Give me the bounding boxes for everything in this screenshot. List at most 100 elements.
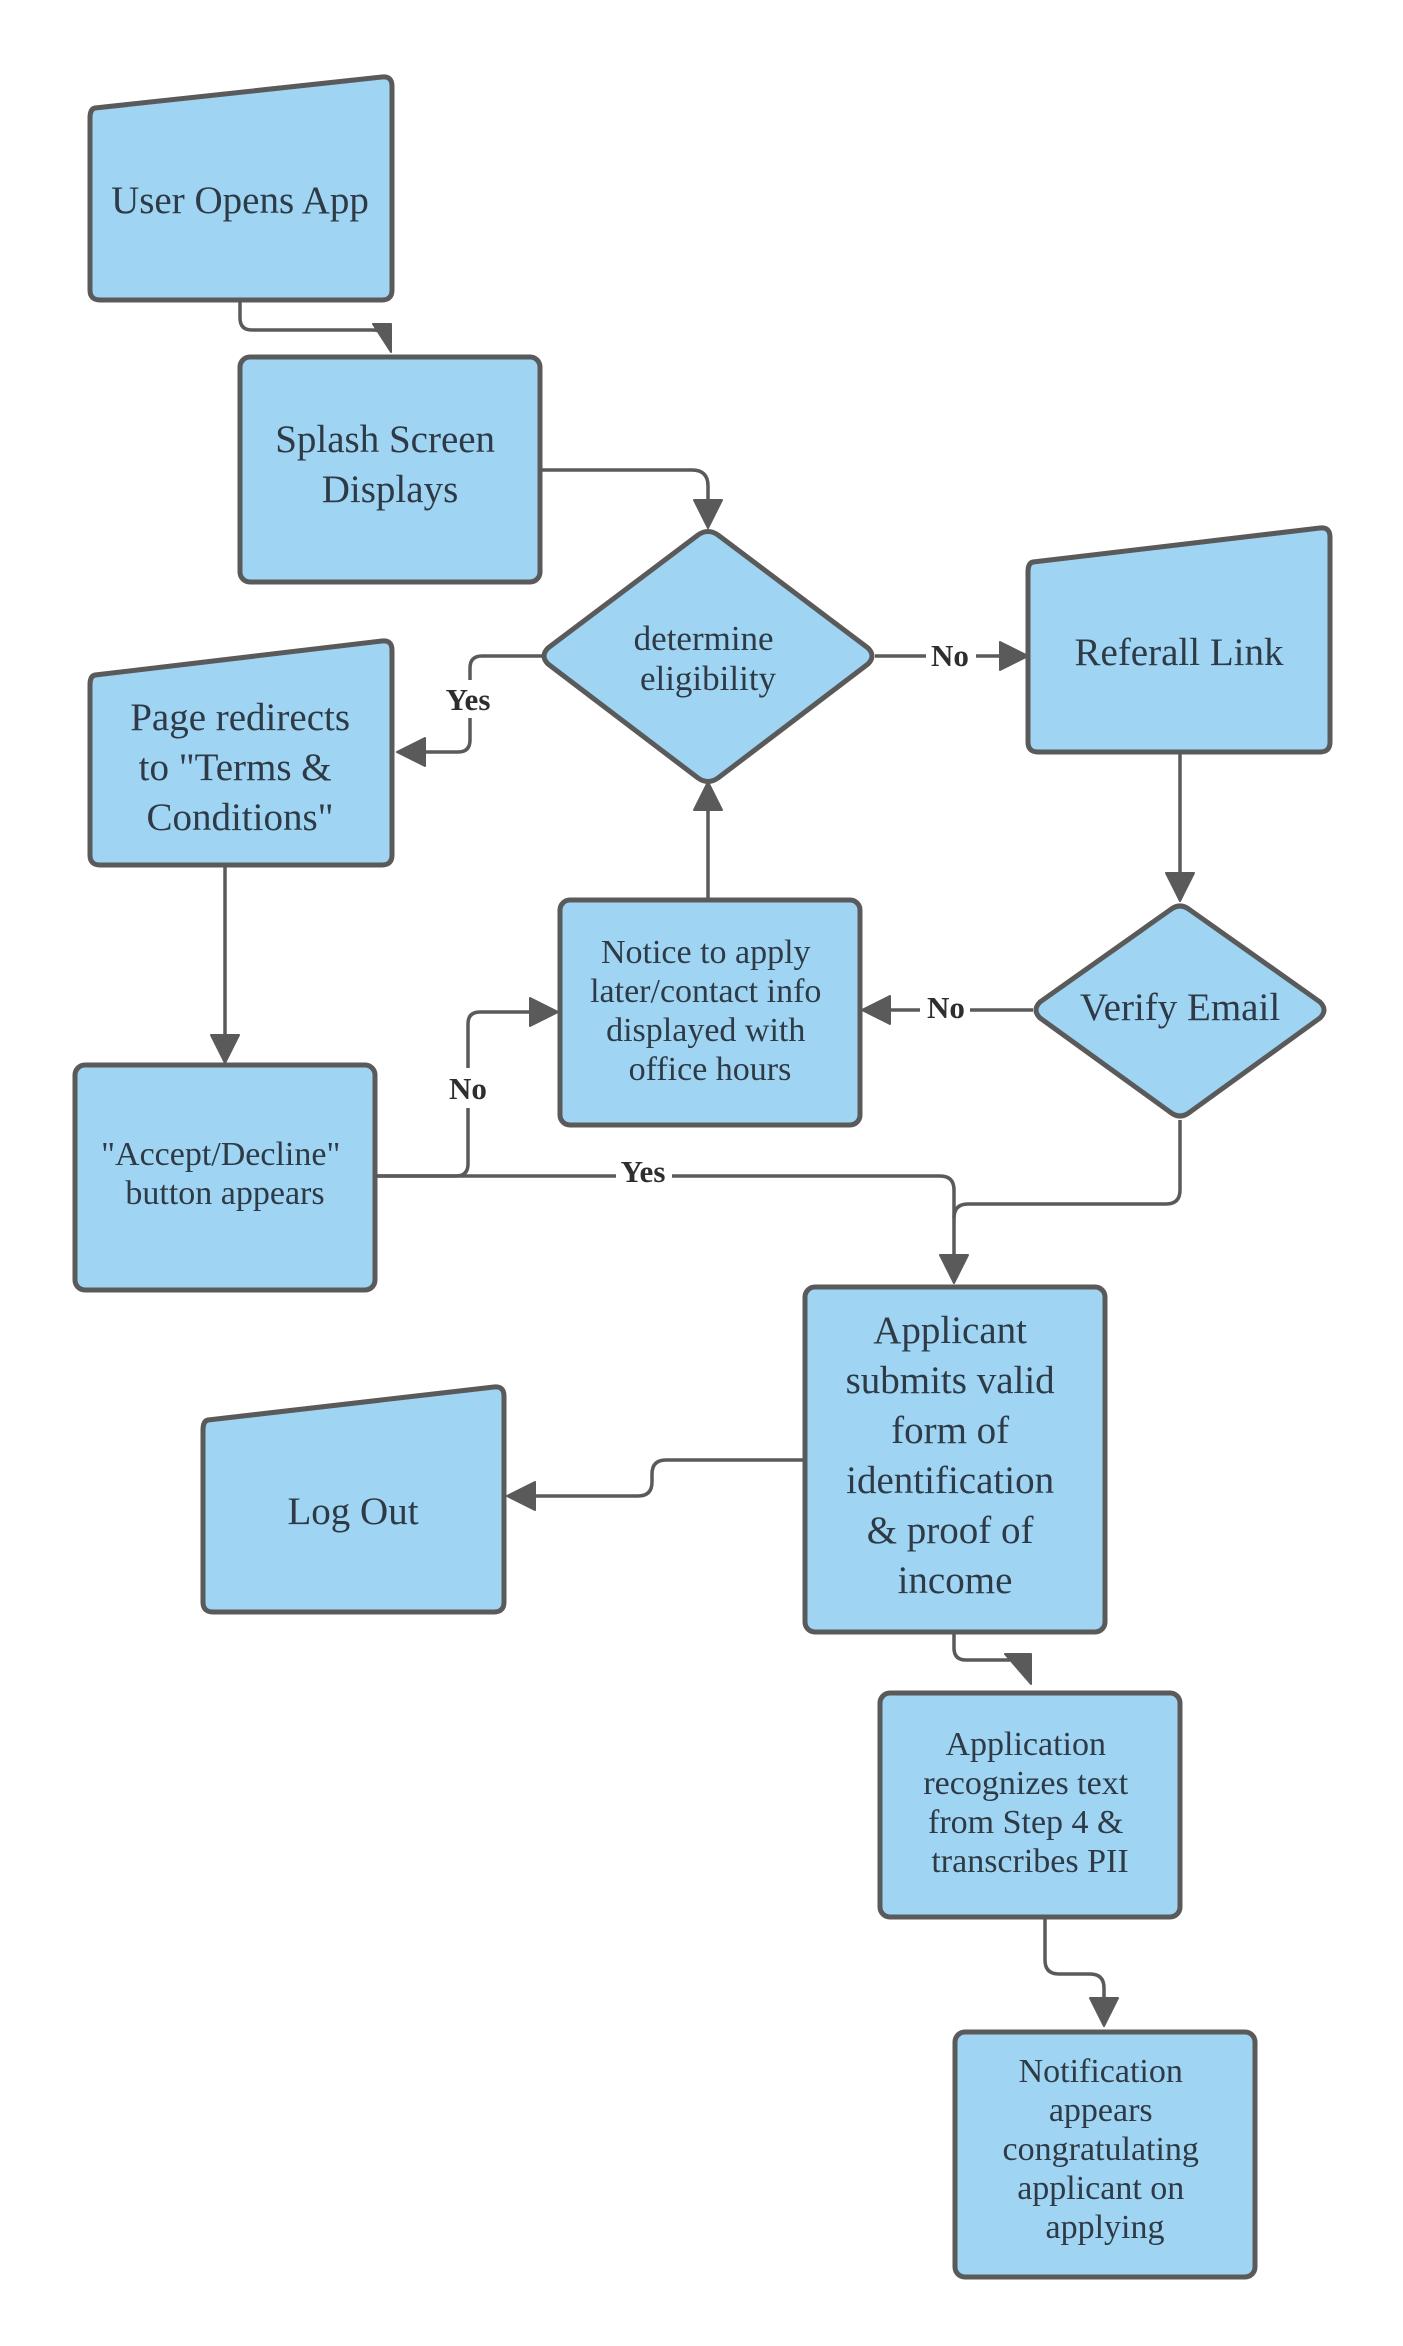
node-line: eligibility (640, 659, 777, 698)
edge-submit-to-recognize (952, 1632, 1010, 1662)
node-line: income (898, 1559, 1013, 1602)
node-line: User Opens App (111, 179, 369, 222)
edge-label-verify-no: No (927, 990, 965, 1025)
edge-terms-to-accept-arrowhead (210, 1034, 240, 1064)
node-line: to "Terms & (139, 746, 332, 789)
edge-label-bg (920, 990, 970, 1026)
edge-submit-to-logout (530, 1458, 803, 1498)
edge-labels: Yes No No No Yes (442, 638, 976, 1190)
edge-label-accept-yes: Yes (621, 1154, 666, 1189)
edge-open-to-splash (238, 302, 390, 346)
node-line: applying (1046, 2209, 1165, 2246)
edge-label-bg (442, 680, 498, 718)
edge-verify-to-submit (952, 1120, 1182, 1219)
node-line: Applicant (873, 1309, 1027, 1352)
node-line: Page redirects (130, 696, 350, 739)
edge-referral-to-verify-arrowhead (1165, 872, 1195, 902)
node-log-out-label: Log Out (287, 1490, 418, 1533)
node-line: later/contact info (590, 973, 821, 1010)
edge-label-bg (444, 1068, 494, 1108)
node-line: office hours (629, 1051, 792, 1088)
node-line: "Accept/Decline" (101, 1136, 340, 1173)
edge-notice-to-eligibility-arrowhead (693, 781, 723, 811)
process-shape (237, 354, 543, 585)
nodes: User Opens App Splash Screen Displays de… (72, 74, 1333, 2280)
node-user-opens-app[interactable]: User Opens App (87, 74, 395, 303)
node-line: applicant on (1017, 2170, 1184, 2207)
process-shape (877, 1690, 1183, 1920)
node-line: transcribes PII (931, 1843, 1128, 1880)
node-line: Notification (1019, 2053, 1183, 2090)
node-line: determine (634, 619, 774, 658)
node-notification[interactable]: Notification appears congratulating appl… (952, 2029, 1258, 2280)
node-line: Displays (322, 468, 459, 511)
edge-submit-to-logout-arrowhead (506, 1481, 536, 1511)
manual-input-shape (1025, 525, 1333, 755)
node-line: Application (945, 1726, 1106, 1763)
edge-label-eligibility-no: No (931, 638, 969, 673)
decision-shape (1033, 903, 1327, 1119)
node-line: submits valid (846, 1359, 1056, 1402)
edge-splash-to-eligibility (542, 468, 710, 505)
node-submit-identification[interactable]: Applicant submits valid form of identifi… (802, 1284, 1108, 1635)
node-line: congratulating (1003, 2131, 1199, 2168)
process-shape (72, 1062, 378, 1293)
edge-splash-to-eligibility-arrowhead (693, 499, 723, 529)
edge-verify-no-arrowhead (861, 995, 891, 1025)
node-determine-eligibility[interactable]: determine eligibility (541, 529, 875, 784)
node-accept-decline-label: "Accept/Decline" button appears (101, 1136, 349, 1212)
node-line: button appears (125, 1175, 324, 1212)
node-accept-decline[interactable]: "Accept/Decline" button appears (72, 1062, 378, 1293)
edge-label-accept-no: No (449, 1071, 487, 1106)
edge-recognize-to-notification (1043, 1917, 1106, 2003)
node-line: form of (891, 1409, 1009, 1452)
node-line: Verify Email (1080, 986, 1281, 1029)
process-shape (802, 1284, 1108, 1635)
edge-accept-yes-arrowhead (939, 1254, 969, 1284)
node-recognize-text[interactable]: Application recognizes text from Step 4 … (877, 1690, 1183, 1920)
manual-input-shape (87, 74, 395, 303)
node-verify-email[interactable]: Verify Email (1033, 903, 1327, 1119)
edge-eligibility-no-arrowhead (999, 641, 1029, 671)
edge-submit-to-recognize-arrowhead (1004, 1653, 1032, 1685)
process-shape (952, 2029, 1258, 2280)
node-referral-link[interactable]: Referall Link (1025, 525, 1333, 755)
node-line: & proof of (867, 1509, 1034, 1552)
node-line: displayed with (606, 1012, 805, 1049)
node-terms-redirect-label: Page redirects to "Terms & Conditions" (130, 696, 360, 839)
node-determine-eligibility-label: determine eligibility (634, 619, 783, 698)
node-line: appears (1049, 2092, 1153, 2129)
node-terms-redirect[interactable]: Page redirects to "Terms & Conditions" (87, 638, 395, 868)
node-splash-screen[interactable]: Splash Screen Displays (237, 354, 543, 585)
node-line: Notice to apply (601, 934, 811, 971)
edge-label-bg (926, 638, 976, 674)
node-user-opens-app-label: User Opens App (111, 179, 369, 222)
node-line: identification (846, 1459, 1054, 1502)
edges (210, 302, 1195, 2027)
node-line: recognizes text (923, 1765, 1128, 1802)
node-recognize-text-label: Application recognizes text from Step 4 … (923, 1726, 1136, 1880)
process-shape (557, 897, 863, 1128)
edge-label-eligibility-yes: Yes (446, 682, 491, 717)
node-line: Referall Link (1075, 631, 1284, 674)
edge-label-bg (616, 1154, 672, 1190)
node-line: Log Out (287, 1490, 418, 1533)
node-verify-email-label: Verify Email (1080, 986, 1281, 1029)
edge-open-to-splash-arrowhead (372, 323, 392, 353)
manual-input-shape (200, 1384, 507, 1615)
edge-accept-yes (375, 1174, 956, 1260)
decision-shape (541, 529, 875, 784)
node-submit-identification-label: Applicant submits valid form of identifi… (846, 1309, 1065, 1602)
node-notification-label: Notification appears congratulating appl… (1003, 2053, 1208, 2246)
edge-accept-no-arrowhead (529, 997, 559, 1027)
node-line: Splash Screen (275, 418, 495, 461)
node-splash-screen-label: Splash Screen Displays (275, 418, 505, 511)
node-notice-apply-later-label: Notice to apply later/contact info displ… (590, 934, 830, 1088)
node-notice-apply-later[interactable]: Notice to apply later/contact info displ… (557, 897, 863, 1128)
node-log-out[interactable]: Log Out (200, 1384, 507, 1615)
edge-recognize-to-notification-arrowhead (1089, 1997, 1119, 2027)
node-line: Conditions" (146, 796, 333, 839)
edge-eligibility-yes-arrowhead (396, 737, 426, 767)
manual-input-shape (87, 638, 395, 868)
